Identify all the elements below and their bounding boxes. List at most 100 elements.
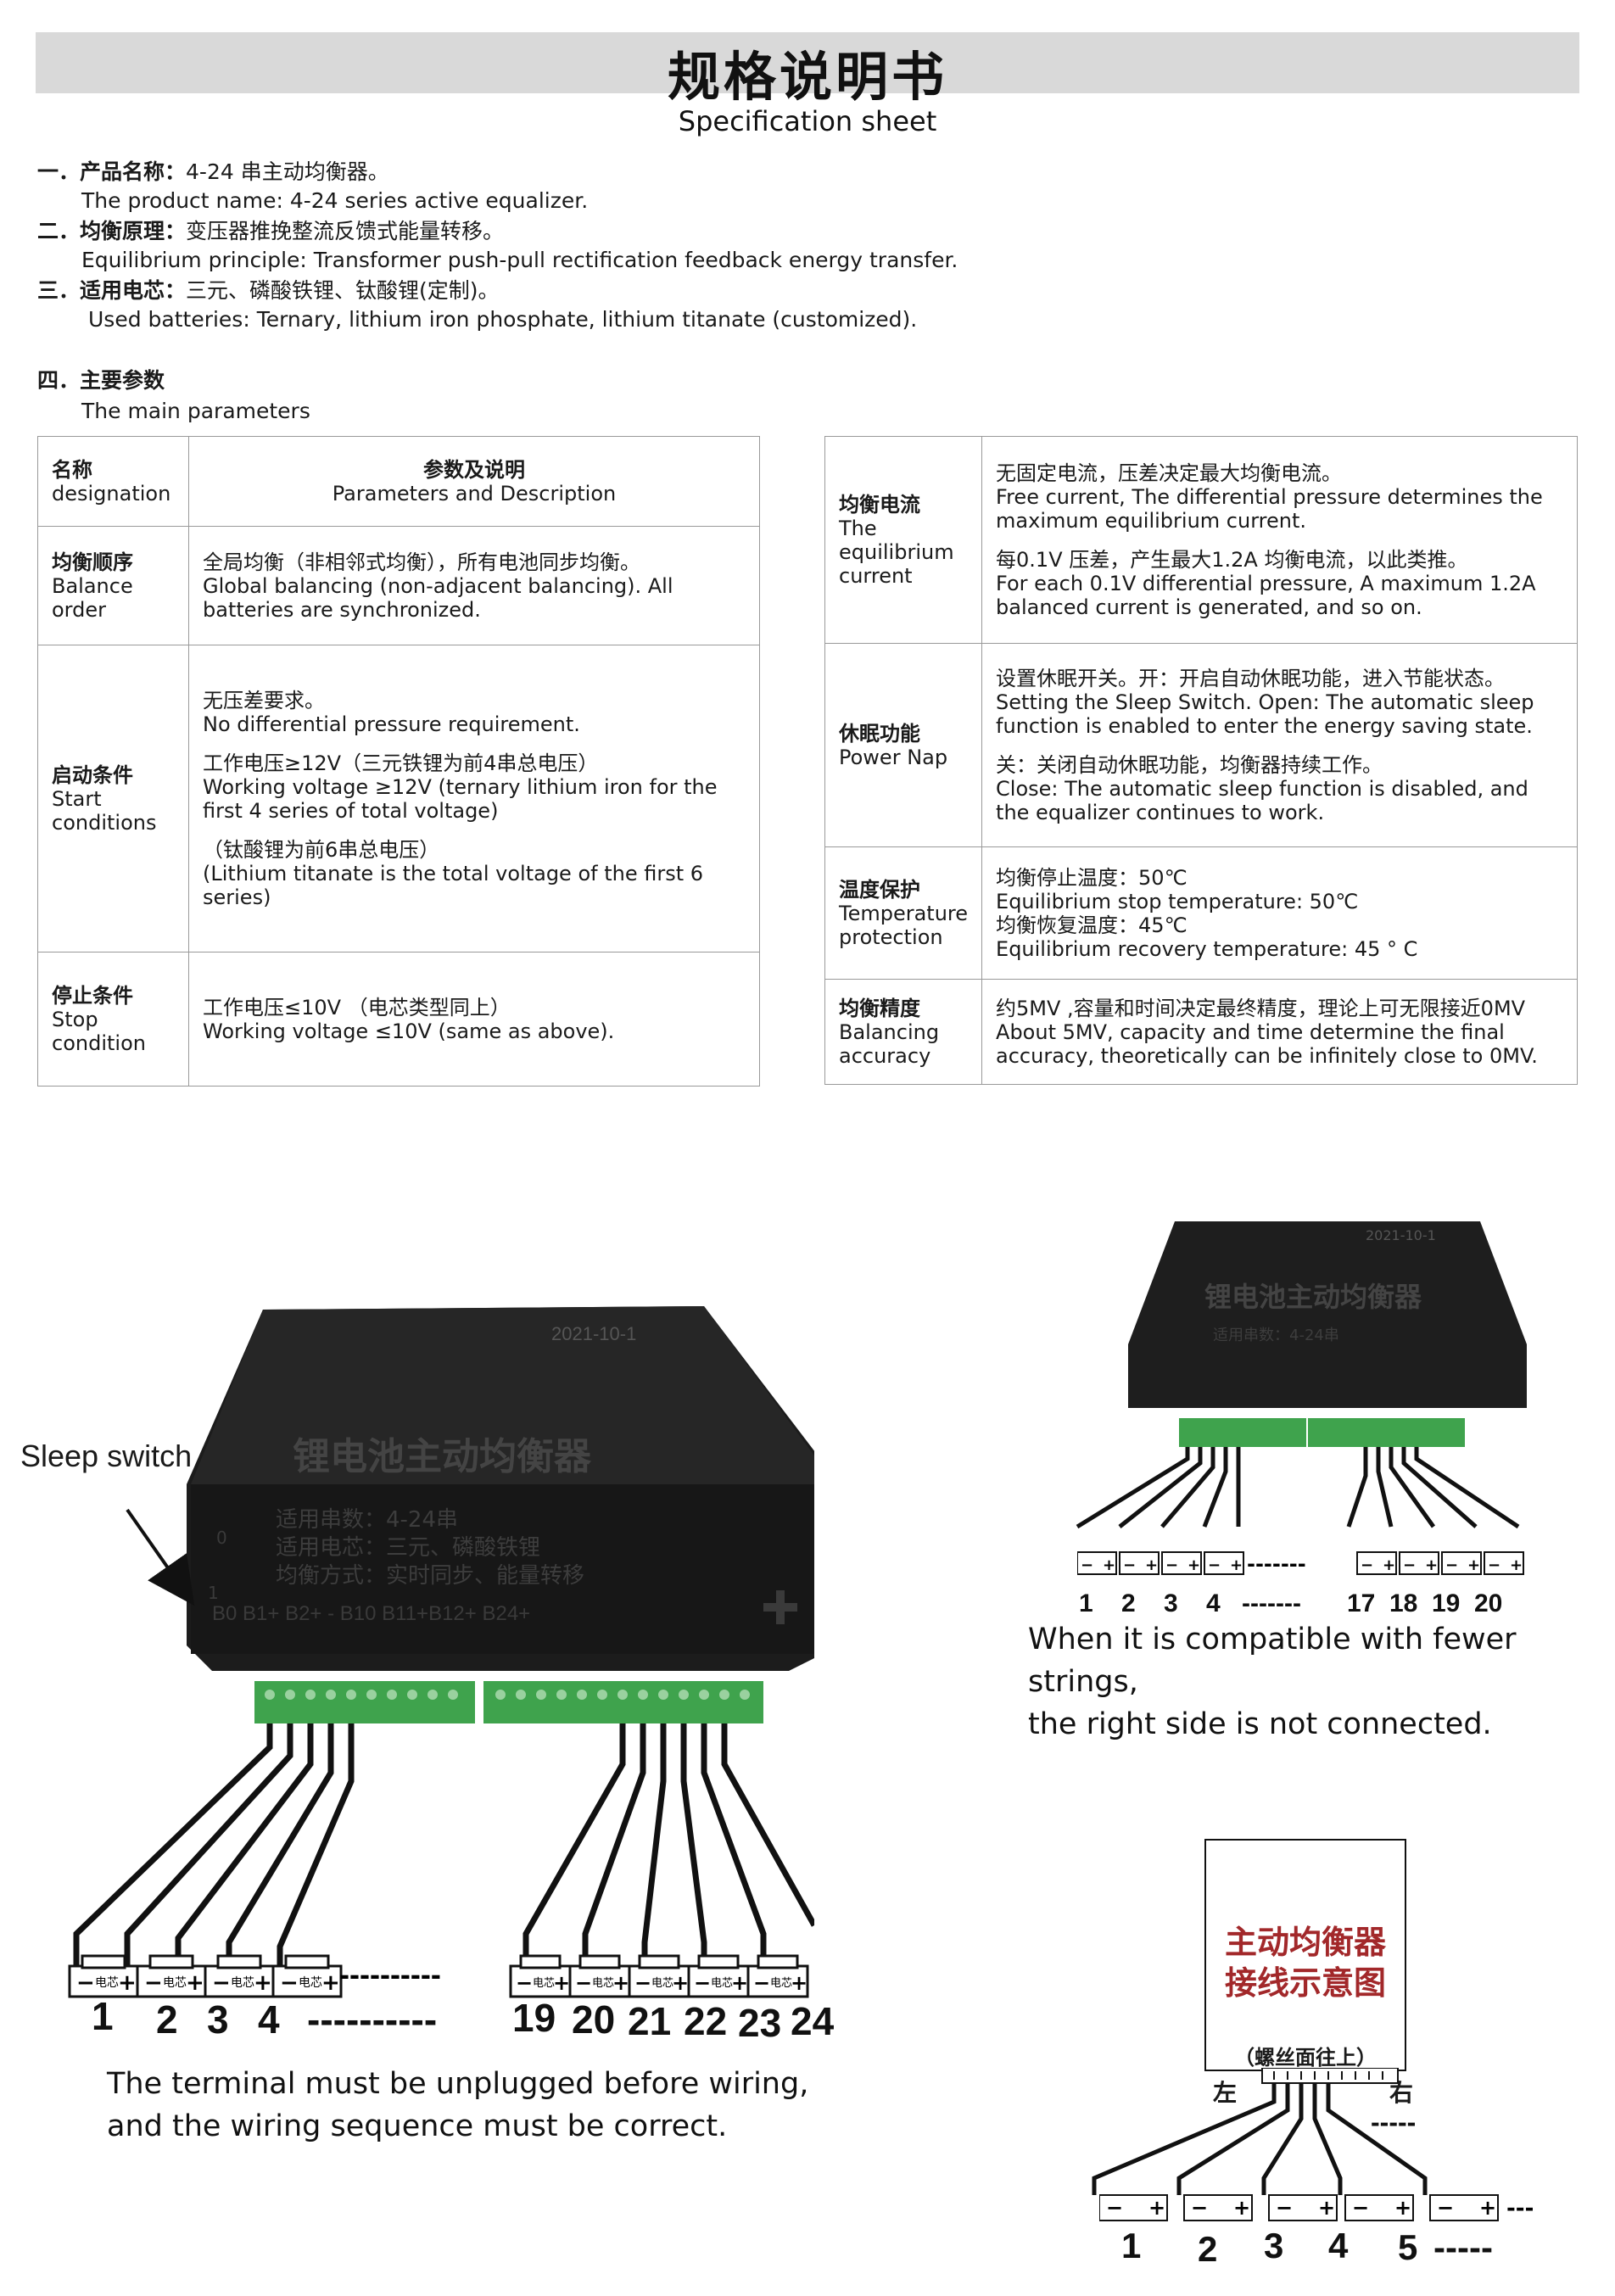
cell: −+ bbox=[1429, 2194, 1499, 2221]
cell: −+ bbox=[1098, 2194, 1168, 2221]
svg-text:+: + bbox=[254, 1970, 272, 1996]
svg-text:−: − bbox=[1488, 1556, 1500, 1574]
svg-text:−: − bbox=[575, 1971, 592, 1995]
main-device-figure: 2021-10-1 锂电池主动均衡器 适用串数：4-24串 适用电芯：三元、磷酸… bbox=[68, 1306, 814, 1998]
device-spec-2: 适用电芯：三元、磷酸铁锂 bbox=[276, 1535, 540, 1561]
switch-zero: 0 bbox=[216, 1528, 227, 1548]
small-number: 20 bbox=[1474, 1589, 1503, 1617]
device-spec-1: 适用串数：4-24串 bbox=[276, 1507, 458, 1533]
svg-text:+: + bbox=[553, 1971, 570, 1995]
small-caption: When it is compatible with fewer strings… bbox=[1028, 1623, 1517, 1741]
terminal-block-left bbox=[254, 1681, 475, 1723]
svg-text:−: − bbox=[1165, 1556, 1178, 1574]
svg-text:−: − bbox=[1403, 1556, 1416, 1574]
svg-text:−: − bbox=[1445, 1556, 1458, 1574]
diagram-left-label: 左 bbox=[1213, 2079, 1238, 2107]
sleep-switch-label: Sleep switch bbox=[20, 1438, 193, 1473]
terminal-block-right bbox=[483, 1681, 763, 1723]
diagram-terminal-pins bbox=[1273, 2071, 1383, 2080]
svg-text:−: − bbox=[1106, 2196, 1123, 2220]
svg-text:−: − bbox=[634, 1971, 651, 1995]
diagram-tail-dashes: ----- bbox=[1433, 2227, 1493, 2267]
sleep-switch-arrow bbox=[126, 1508, 195, 1606]
intro-product-name-en: The product name: 4-24 series active equ… bbox=[81, 188, 589, 213]
intro-batteries: 三．适用电芯：三元、磷酸铁锂、钛酸锂(定制)。 bbox=[37, 278, 500, 303]
cell-row-left: −+电芯 −+电芯 −+电芯 −+电芯 bbox=[68, 1954, 343, 1998]
svg-text:+: + bbox=[791, 1971, 808, 1995]
svg-text:电芯: 电芯 bbox=[533, 1977, 555, 1990]
svg-text:电芯: 电芯 bbox=[299, 1976, 322, 1990]
cell-number: 2 bbox=[156, 1997, 178, 2042]
svg-text:+: + bbox=[1510, 1556, 1523, 1574]
svg-text:+: + bbox=[731, 1971, 748, 1995]
plus-mark bbox=[763, 1590, 797, 1624]
small-number: 18 bbox=[1389, 1589, 1418, 1617]
svg-text:+: + bbox=[186, 1970, 204, 1996]
cell-number: 24 bbox=[791, 1999, 835, 2043]
diagram-number: 3 bbox=[1264, 2226, 1284, 2265]
svg-text:电芯: 电芯 bbox=[592, 1977, 614, 1990]
cell-number: 3 bbox=[207, 1997, 229, 2042]
svg-text:电芯: 电芯 bbox=[711, 1977, 733, 1990]
cell-dashes: ---------- bbox=[307, 1997, 438, 2042]
cell: −+ bbox=[1268, 2194, 1338, 2221]
small-number: 19 bbox=[1432, 1589, 1461, 1617]
diagram-right-label: 右 bbox=[1389, 2079, 1414, 2107]
main-caption: The terminal must be unplugged before wi… bbox=[107, 2067, 809, 2143]
params-heading: 四．主要参数 bbox=[37, 368, 165, 393]
intro-principle: 二．均衡原理：变压器推挽整流反馈式能量转移。 bbox=[37, 219, 505, 243]
cell-number: 20 bbox=[572, 1997, 616, 2042]
cell: −+ bbox=[1356, 1551, 1397, 1575]
cell: −+ bbox=[1076, 1551, 1117, 1575]
svg-text:−: − bbox=[1191, 2196, 1208, 2220]
small-number: 4 bbox=[1206, 1589, 1221, 1617]
switch-one: 1 bbox=[208, 1583, 219, 1603]
svg-text:+: + bbox=[1394, 2196, 1411, 2220]
cell: −+ bbox=[1161, 1551, 1202, 1575]
diagram-number: 4 bbox=[1328, 2226, 1349, 2265]
svg-text:电芯: 电芯 bbox=[770, 1977, 792, 1990]
small-dashes: ------- bbox=[1242, 1589, 1301, 1617]
svg-text:电芯: 电芯 bbox=[95, 1976, 119, 1990]
terminal-screws bbox=[265, 1690, 750, 1700]
diagram-cells: −+ −+ −+ −+ −+ --- bbox=[1098, 2187, 1574, 2226]
svg-text:+: + bbox=[1318, 2196, 1335, 2220]
diagram-wiring bbox=[1092, 2068, 1428, 2195]
cell: −+ bbox=[1204, 1551, 1244, 1575]
svg-text:电芯: 电芯 bbox=[231, 1976, 254, 1990]
small-number: 2 bbox=[1121, 1589, 1136, 1617]
diagram-number: 2 bbox=[1198, 2229, 1218, 2269]
cell: −+电芯 bbox=[568, 1954, 631, 1998]
svg-text:2021-10-1: 2021-10-1 bbox=[1366, 1227, 1436, 1243]
svg-text:−: − bbox=[212, 1970, 231, 1996]
intro-product-name: 一．产品名称：4-24 串主动均衡器。 bbox=[37, 159, 389, 184]
device-spec-3: 均衡方式：实时同步、能量转移 bbox=[276, 1563, 584, 1589]
svg-text:+: + bbox=[118, 1970, 137, 1996]
diagram-number: 5 bbox=[1398, 2227, 1418, 2267]
cell: −+电芯 bbox=[271, 1954, 343, 1998]
svg-text:−: − bbox=[1123, 1556, 1136, 1574]
diagram-terminal bbox=[1261, 2068, 1399, 2084]
svg-text:电芯: 电芯 bbox=[651, 1977, 673, 1990]
intro-batteries-en: Used batteries: Ternary, lithium iron ph… bbox=[88, 307, 918, 332]
cell: −+电芯 bbox=[687, 1954, 750, 1998]
small-wires bbox=[1076, 1447, 1520, 1529]
small-number: 3 bbox=[1164, 1589, 1178, 1617]
svg-text:+: + bbox=[1145, 1556, 1158, 1574]
svg-text:+: + bbox=[1383, 1556, 1395, 1574]
svg-text:+: + bbox=[1148, 2196, 1165, 2220]
svg-text:−: − bbox=[1437, 2196, 1454, 2220]
svg-text:−: − bbox=[1352, 2196, 1369, 2220]
device-terminal-labels: B0 B1+ B2+ - B10 B11+B12+ B24+ bbox=[212, 1602, 530, 1625]
cell: −+ bbox=[1183, 2194, 1253, 2221]
svg-text:+: + bbox=[1188, 1556, 1200, 1574]
page-subtitle: Specification sheet bbox=[678, 105, 937, 137]
svg-text:−: − bbox=[280, 1970, 299, 1996]
cell: −+电芯 bbox=[204, 1954, 275, 1998]
